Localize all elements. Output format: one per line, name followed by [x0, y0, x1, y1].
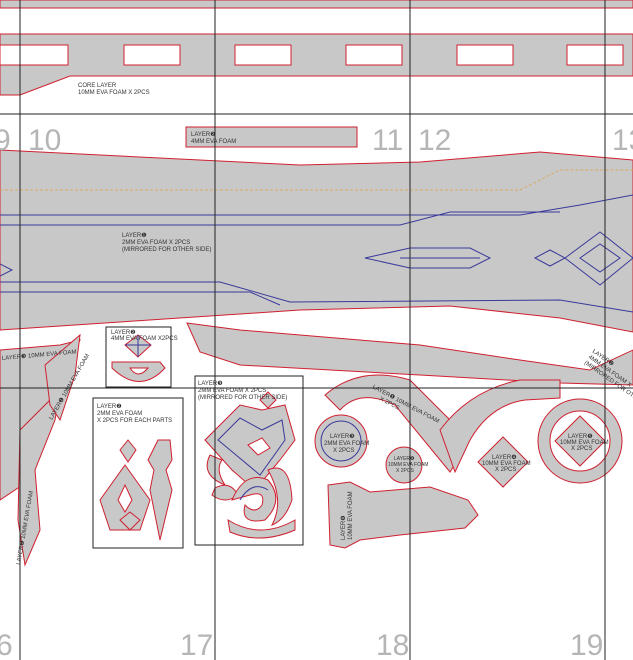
- layer2-parts-box: [92, 397, 184, 549]
- core-layer-spec: 10MM EVA FOAM X 2PCS: [78, 90, 150, 96]
- layer3-face-label: LAYER❸: [198, 380, 223, 387]
- layer1-hook-piece: [439, 379, 561, 474]
- layer2-bar-piece: [185, 126, 358, 148]
- layer2-parts-label: LAYER❷: [97, 403, 122, 410]
- layer3-round-spec: 2MM EVA FOAM: [324, 441, 369, 447]
- layer2-bar-label: LAYER❷: [191, 131, 216, 138]
- svg-text:LAYER❻: LAYER❻: [340, 515, 347, 540]
- layer4-small-spec: 10MM EVA FOAM: [388, 462, 428, 468]
- layer3-face-spec: 2MM EVA FOAM X 2PCS: [198, 388, 266, 394]
- layer2-small-spec: 4MM EVA FOAM X2PCS: [111, 336, 178, 342]
- layer2-bar-spec: 4MM EVA FOAM: [191, 139, 236, 145]
- core-layer-label: CORE LAYER: [78, 83, 117, 89]
- page-number-17: 17: [180, 629, 213, 660]
- layer3-round-label: LAYER❸: [330, 433, 355, 440]
- layer3-face-box: [194, 375, 304, 546]
- layer1-label: LAYER❶: [122, 232, 147, 239]
- layer1-mirror-note: (MIRRORED FOR OTHER SIDE): [122, 247, 211, 253]
- page-number-18: 18: [376, 629, 409, 660]
- core-layer-piece: [0, 0, 633, 96]
- layer5-spec: 10MM EVA FOAM: [560, 440, 609, 446]
- layer3-face-pieces: [204, 391, 296, 539]
- layer4-diamond-piece: [477, 436, 529, 488]
- layer5-qty: X 2PCS: [571, 446, 592, 452]
- page-number-11: 11: [372, 124, 403, 157]
- page-number-16: 6: [0, 629, 13, 660]
- layer4-small-qty: X 2PCS: [396, 468, 414, 474]
- layer1-blade-piece: [0, 149, 633, 333]
- left-zigzag-pieces: [0, 333, 81, 567]
- layer2-small-box: [105, 326, 172, 388]
- layer5-label: LAYER❺: [568, 433, 593, 440]
- page-number-10: 10: [28, 124, 61, 157]
- layer2-parts-pieces: [99, 439, 173, 541]
- layer1-spec: 2MM EVA FOAM X 2PCS: [122, 240, 190, 246]
- page-number-12: 12: [418, 124, 451, 157]
- layer4-small-label: LAYER❹: [394, 456, 415, 462]
- layer6-blade-piece: [327, 481, 479, 549]
- page-number-13: 13: [612, 124, 633, 157]
- layer2-parts-spec: 2MM EVA FOAM: [97, 411, 142, 417]
- layer4-diamond-label: LAYER❹: [492, 454, 517, 461]
- layer2-parts-qty: X 2PCS FOR EACH PARTS: [97, 418, 172, 424]
- page-number-9: 9: [0, 124, 11, 157]
- layer2-small-label: LAYER❷: [111, 329, 136, 336]
- page-number-19: 19: [570, 629, 603, 660]
- layer4-diamond-spec: 10MM EVA FOAM: [482, 461, 531, 467]
- layer3-face-mirror-note: (MIRRORED FOR OTHER SIDE): [198, 395, 287, 401]
- layer4-small-round-piece: [385, 446, 423, 484]
- layer3-round-qty: X 2PCS: [333, 448, 354, 454]
- layer6-label: LAYER❻ 10MM EVA FOAM: [340, 491, 354, 540]
- layer3-round-piece: [314, 414, 368, 468]
- svg-text:10MM EVA FOAM: 10MM EVA FOAM: [348, 491, 354, 540]
- layer4-diamond-qty: X 2PCS: [495, 467, 516, 473]
